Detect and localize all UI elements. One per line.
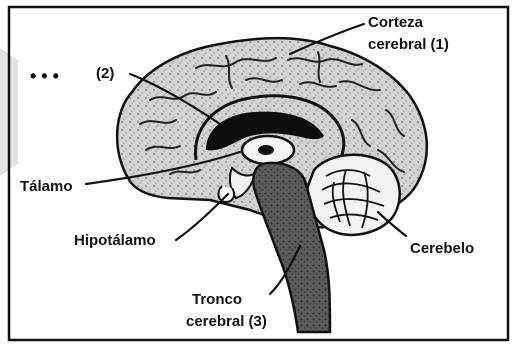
- ellipsis-marker: • • •: [30, 66, 59, 86]
- thalamus-core: [258, 145, 274, 155]
- leader-hipotalamo: [176, 194, 228, 240]
- label-talamo: Tálamo: [20, 178, 73, 195]
- label-tronco-line1: Tronco: [192, 291, 242, 308]
- label-num2: (2): [96, 65, 114, 82]
- cerebellum: [307, 155, 400, 235]
- label-tronco-line2: cerebral (3): [186, 313, 267, 330]
- label-corteza-line2: cerebral (1): [368, 36, 449, 53]
- label-hipotalamo: Hipotálamo: [74, 232, 156, 249]
- label-cerebelo: Cerebelo: [410, 240, 474, 257]
- label-corteza-line1: Corteza: [368, 14, 424, 31]
